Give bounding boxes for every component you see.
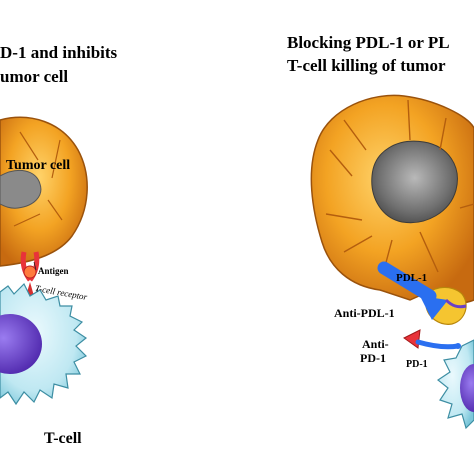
right-anti-pd1 <box>403 329 461 350</box>
pd1-label: PD-1 <box>406 359 428 370</box>
right-tumor-cell <box>310 94 474 304</box>
left-title-line2: umor cell <box>0 67 69 86</box>
t-cell-label: T-cell <box>44 430 82 447</box>
right-title-line2: T-cell killing of tumor <box>287 56 446 75</box>
left-tumor-cell <box>0 116 88 267</box>
anti-pdl1-label: Anti-PDL-1 <box>334 306 395 320</box>
left-antigen-mhc <box>20 251 40 296</box>
left-title-line1: D-1 and inhibits <box>0 43 118 62</box>
left-t-cell <box>0 282 88 406</box>
anti-pd1-label-line1: Anti- <box>362 337 389 351</box>
anti-pd1-label-line2: PD-1 <box>360 351 386 365</box>
pdl1-label: PDL-1 <box>396 272 428 284</box>
right-pdl1-complex <box>377 261 467 325</box>
antigen-label: Antigen <box>38 266 69 276</box>
right-title-line1: Blocking PDL-1 or PL <box>287 33 450 52</box>
tumor-cell-label: Tumor cell <box>6 158 71 173</box>
right-t-cell <box>436 339 474 430</box>
